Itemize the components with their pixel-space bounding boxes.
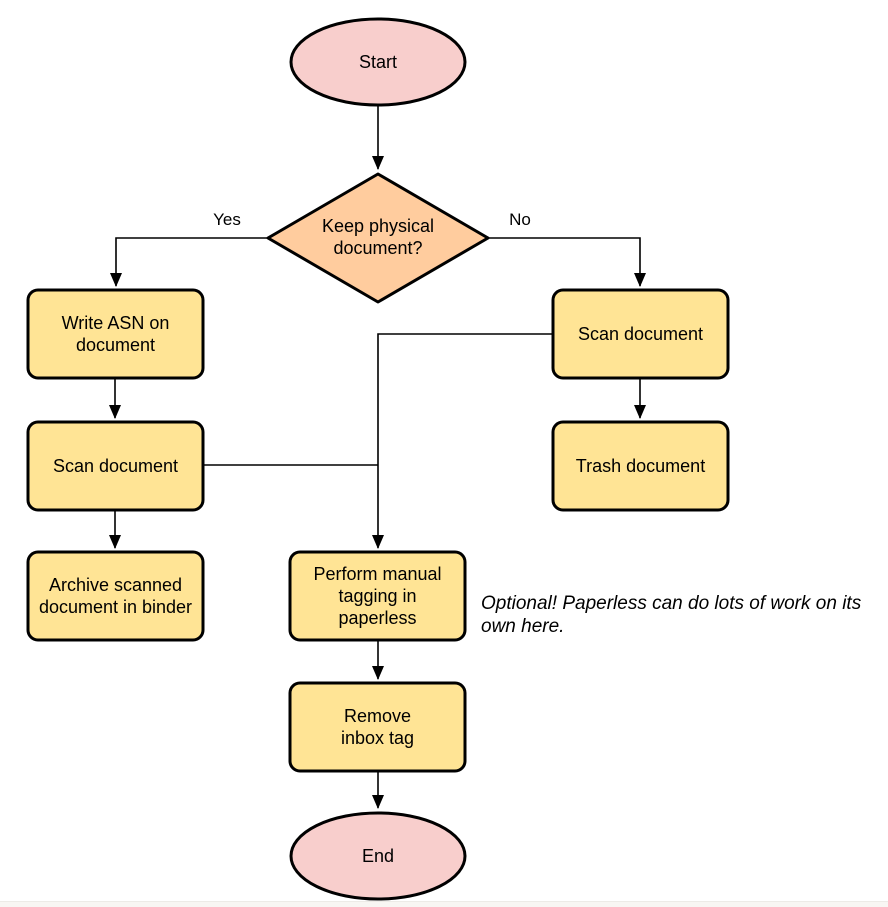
scan-left-box-shape xyxy=(26,420,205,512)
trash-box-shape xyxy=(551,420,730,512)
edge-label-yes: Yes xyxy=(213,210,241,229)
edge-label-no: No xyxy=(509,210,531,229)
tagging-box-shape xyxy=(288,550,467,642)
bottom-edge-strip xyxy=(0,901,888,907)
node-tagging-label: Perform manual tagging in paperless xyxy=(313,564,442,628)
remove-inbox-box-shape xyxy=(288,681,467,773)
node-trash-label: Trash document xyxy=(575,456,706,476)
edge-scan-right-to-tagging xyxy=(372,333,553,549)
node-scan-left-label: Scan document xyxy=(52,456,179,476)
end-ellipse-shape xyxy=(289,811,467,901)
node-start-label: Start xyxy=(358,52,397,72)
start-ellipse-shape xyxy=(289,17,467,107)
decision-diamond-shape xyxy=(266,172,490,304)
edge-decision-yes-to-write-asn xyxy=(110,237,267,287)
archive-box-shape xyxy=(26,550,205,642)
node-write-asn-label: Write ASN on document xyxy=(61,313,170,355)
write-asn-box-shape xyxy=(26,288,205,380)
node-end-label: End xyxy=(361,846,395,866)
optional-note: Optional! Paperless can do lots of work … xyxy=(481,593,862,637)
node-remove-inbox-label: Remove inbox tag xyxy=(340,706,415,748)
node-decision-label: Keep physical document? xyxy=(321,216,435,258)
edge-decision-no-to-scan-right xyxy=(489,237,646,287)
node-archive-label: Archive scanned document in binder xyxy=(38,575,193,617)
node-scan-right-label: Scan document xyxy=(577,324,704,344)
scan-right-box-shape xyxy=(551,288,730,380)
